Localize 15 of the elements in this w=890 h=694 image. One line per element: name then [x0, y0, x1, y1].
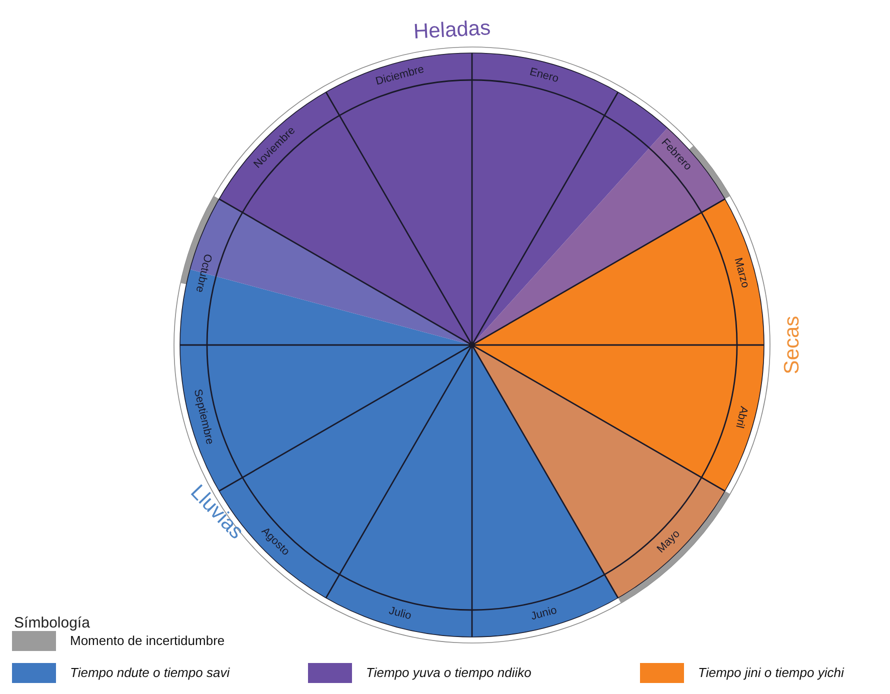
season-label: Secas: [782, 316, 802, 374]
season-label: Heladas: [412, 18, 492, 42]
month-label: Octubre: [192, 252, 212, 294]
month-label: Marzo: [732, 256, 751, 289]
month-label: Junio: [530, 606, 558, 624]
legend-title: Símbología: [14, 616, 90, 630]
month-label: Abril: [734, 405, 750, 430]
month-label: Diciembre: [374, 64, 426, 88]
month-label: Julio: [387, 606, 412, 623]
legend-text: Tiempo ndute o tiempo savi: [70, 664, 230, 682]
month-label: Enero: [528, 66, 560, 85]
legend-text: Tiempo jini o tiempo yichi: [698, 664, 844, 682]
legend-text: Momento de incertidumbre: [70, 632, 225, 650]
month-label: Septiembre: [190, 388, 214, 446]
legend-text: Tiempo yuva o tiempo ndiiko: [366, 664, 532, 682]
